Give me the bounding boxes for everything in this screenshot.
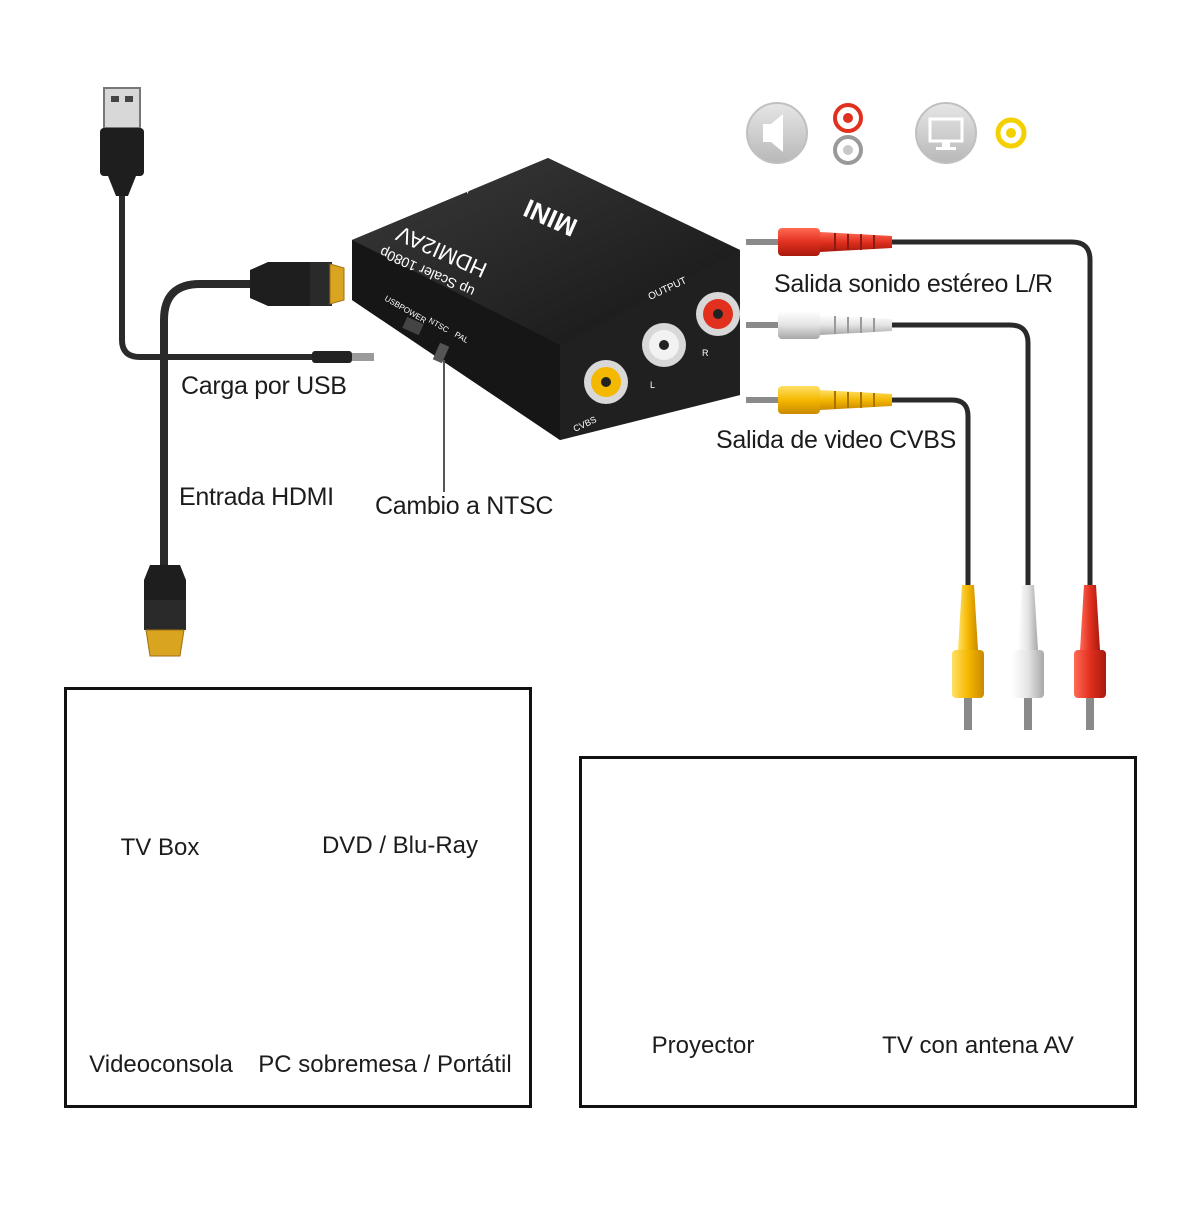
adapter-l-label: L [650,380,655,390]
rca-plug-red-vertical [1074,585,1106,730]
sources-panel [64,687,532,1108]
rca-plug-yellow-vertical [952,585,984,730]
hdmi-plug-top [250,262,345,306]
speaker-icon [746,102,808,164]
hdmi-cable [160,280,262,570]
rca-plug-white-vertical [1012,585,1044,730]
port-cvbs [584,360,628,404]
port-l [642,323,686,367]
outputs-panel [579,756,1137,1108]
adapter-input-label: INPUT [442,175,471,195]
port-r [696,292,740,336]
adapter-r-label: R [702,348,709,358]
hdmi-in-label: Entrada HDMI [179,483,334,511]
source-label-tv-box: TV Box [120,834,200,861]
audio-out-label: Salida sonido estéreo L/R [774,270,1053,298]
hdmi-plug-bottom [144,565,186,657]
rca-red-white-icon [833,103,863,165]
source-label-game-console: Videoconsola [89,1051,233,1078]
rca-plug-red-horizontal [746,228,892,256]
output-label-projector: Proyector [651,1032,755,1059]
output-label-crt-tv: TV con antena AV [882,1032,1074,1059]
usb-cable [119,190,374,363]
ntsc-switch-label: Cambio a NTSC [375,492,554,520]
monitor-icon [915,102,977,164]
rca-yellow-icon [995,117,1027,149]
rca-plug-yellow-horizontal [746,386,892,414]
video-out-label: Salida de video CVBS [716,426,956,454]
source-label-dvd-bluray: DVD / Blu-Ray [321,832,479,859]
rca-cables [892,239,1093,585]
usb-power-label: Carga por USB [181,372,347,400]
hdmi2av-adapter: MINI HDMI2AV up Scaler 1080p INPUT OUTPU… [352,158,740,440]
source-label-pc-laptop: PC sobremesa / Portátil [258,1051,512,1078]
rca-plug-white-horizontal [746,311,892,339]
usb-plug [100,87,144,196]
